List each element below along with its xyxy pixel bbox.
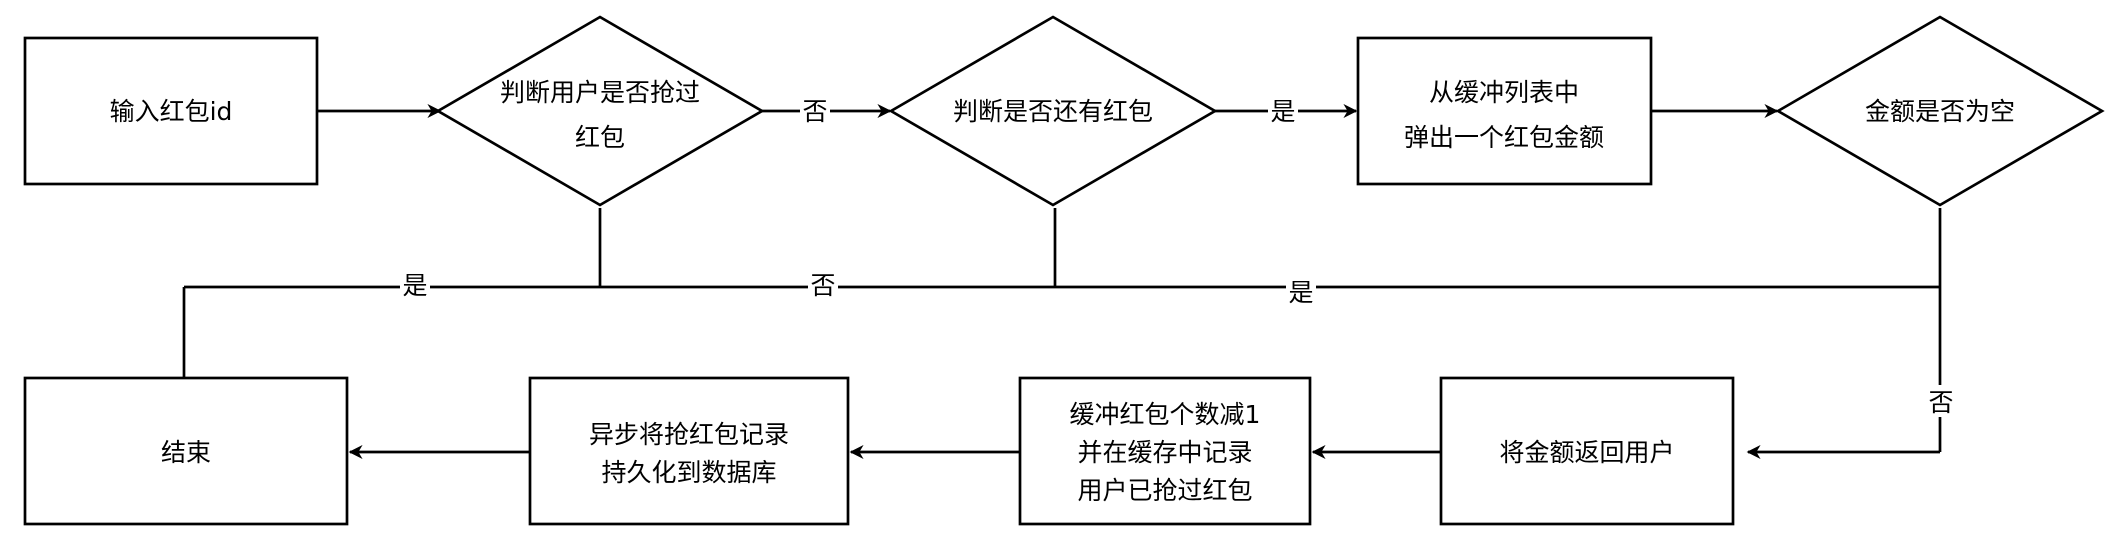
node-amount-empty: 金额是否为空 — [1775, 15, 2105, 207]
node-check-grabbed: 判断用户是否抢过 红包 — [435, 15, 765, 207]
node-return-amount: 将金额返回用户 — [1439, 376, 1735, 526]
return-amount-label: 将金额返回用户 — [1499, 438, 1674, 467]
edge-label-remaining-no: 否 — [810, 271, 835, 300]
check-remaining-diamond — [888, 15, 1218, 207]
node-end: 结束 — [23, 376, 349, 526]
check-grabbed-label-line-2: 红包 — [575, 123, 625, 152]
async-record-label-line-1: 异步将抢红包记录 — [589, 420, 789, 449]
edge-label-grabbed-yes: 是 — [402, 271, 427, 300]
edge-labels: 否 是 是 否 是 否 — [400, 94, 1956, 417]
pop-amount-label-line-2: 弹出一个红包金额 — [1404, 123, 1604, 152]
check-remaining-label: 判断是否还有红包 — [953, 97, 1153, 126]
edge-label-empty-yes: 是 — [1288, 278, 1313, 307]
edge-label-grabbed-no: 否 — [802, 97, 827, 126]
return-amount-box — [1439, 376, 1735, 526]
check-grabbed-label-line-1: 判断用户是否抢过 — [500, 78, 700, 107]
node-async-record: 异步将抢红包记录 持久化到数据库 — [528, 376, 850, 526]
node-input: 输入红包id — [23, 36, 319, 186]
decrement-count-label-line-3: 用户已抢过红包 — [1077, 476, 1252, 505]
decrement-count-box — [1018, 376, 1312, 526]
end-label: 结束 — [161, 438, 211, 467]
pop-amount-label-line-1: 从缓冲列表中 — [1429, 78, 1579, 107]
edge-label-remaining-yes: 是 — [1270, 97, 1295, 126]
pop-amount-box — [1356, 36, 1653, 186]
decrement-count-label-line-2: 并在缓存中记录 — [1077, 438, 1252, 467]
end-box — [23, 376, 349, 526]
amount-empty-label: 金额是否为空 — [1865, 97, 2015, 126]
input-label: 输入红包id — [110, 97, 233, 126]
node-pop-amount: 从缓冲列表中 弹出一个红包金额 — [1356, 36, 1653, 186]
async-record-box — [528, 376, 850, 526]
input-box — [23, 36, 319, 186]
decrement-count-label-line-1: 缓冲红包个数减1 — [1070, 400, 1261, 429]
check-grabbed-diamond — [435, 15, 765, 207]
node-check-remaining: 判断是否还有红包 — [888, 15, 1218, 207]
edge-label-empty-no: 否 — [1928, 388, 1953, 417]
async-record-label-line-2: 持久化到数据库 — [601, 458, 776, 487]
connectors — [177, 104, 1942, 459]
node-decrement-count: 缓冲红包个数减1 并在缓存中记录 用户已抢过红包 — [1018, 376, 1312, 526]
amount-empty-diamond — [1775, 15, 2105, 207]
